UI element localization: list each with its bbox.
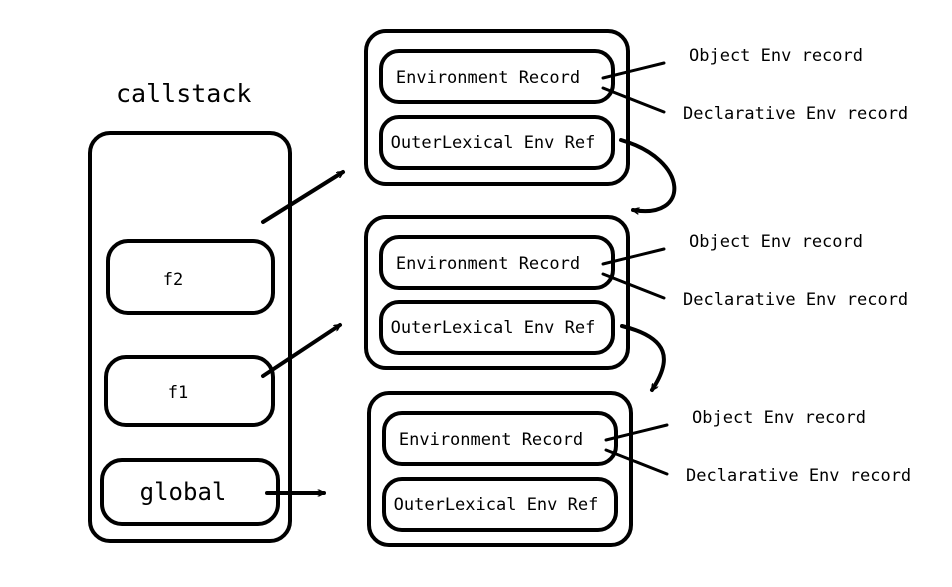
- outer-env-ref-label: OuterLexical Env Ref: [391, 318, 596, 338]
- stack-frame-f2: f2: [106, 239, 275, 315]
- outer-env-ref-box: [382, 477, 618, 532]
- outer-ref-arrow-2: [620, 324, 666, 392]
- arrow-f2-to-env: [261, 170, 345, 224]
- callstack-container: [88, 131, 292, 543]
- object-env-record-label: Object Env record: [689, 46, 863, 66]
- callstack-title: callstack: [116, 79, 251, 108]
- lexical-environment-3: Environment Record OuterLexical Env Ref …: [367, 391, 911, 547]
- declarative-env-record-label: Declarative Env record: [683, 290, 908, 310]
- declarative-env-record-label: Declarative Env record: [683, 104, 908, 124]
- frame-arrows: [261, 170, 345, 493]
- declarative-env-record-label: Declarative Env record: [686, 466, 911, 486]
- outer-env-ref-label: OuterLexical Env Ref: [391, 133, 596, 153]
- environment-record-label: Environment Record: [396, 254, 580, 274]
- lexical-environment-2: Environment Record OuterLexical Env Ref …: [364, 215, 908, 370]
- stack-frame-label: f1: [168, 383, 188, 403]
- environment-record-label: Environment Record: [396, 68, 580, 88]
- stack-frame-label: f2: [163, 270, 183, 290]
- environment-record-label: Environment Record: [399, 430, 583, 450]
- outer-env-ref-box: [379, 115, 615, 170]
- stack-frame-f1: f1: [104, 355, 275, 427]
- lexical-environment-1: Environment Record OuterLexical Env Ref …: [364, 29, 908, 186]
- object-env-record-label: Object Env record: [689, 232, 863, 252]
- arrow-f1-to-env: [261, 323, 342, 378]
- outer-ref-arrow-1: [619, 138, 677, 211]
- object-env-record-label: Object Env record: [692, 408, 866, 428]
- stack-frame-label: global: [140, 478, 227, 506]
- callstack: callstack f2 f1 global: [88, 79, 292, 543]
- outer-env-ref-box: [379, 300, 615, 355]
- stack-frame-global: global: [100, 458, 280, 526]
- outer-env-ref-label: OuterLexical Env Ref: [394, 495, 599, 515]
